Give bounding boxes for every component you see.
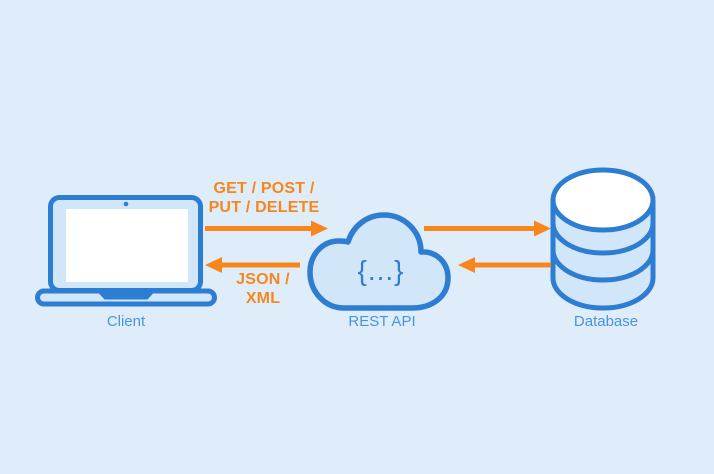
response-arrow <box>205 257 300 273</box>
laptop-icon <box>35 195 217 307</box>
rest-api-label: REST API <box>348 313 416 330</box>
database-icon <box>550 167 656 311</box>
arrow-left-head <box>205 257 222 273</box>
api-to-db-arrow <box>424 220 551 237</box>
response-formats-line2: XML <box>245 290 281 307</box>
database-divider-arc <box>550 249 656 283</box>
laptop-base-notch <box>99 293 153 300</box>
database-label: Database <box>573 313 639 330</box>
request-arrow <box>205 220 328 237</box>
laptop-screen <box>66 209 188 282</box>
arrow-left-head <box>458 257 475 273</box>
arrow-right-head <box>311 220 328 237</box>
db-to-api-arrow <box>458 257 551 273</box>
database-divider-arc <box>550 222 656 256</box>
laptop-camera-dot <box>123 201 129 207</box>
cloud-shape <box>307 212 451 311</box>
database-top-face <box>550 167 656 233</box>
response-formats-label: JSON / XML <box>203 270 323 308</box>
response-formats-line1: JSON / <box>236 271 290 288</box>
cloud-icon <box>307 212 451 311</box>
request-methods-line1: GET / POST / <box>213 180 315 197</box>
client-label: Client <box>106 313 146 330</box>
request-methods-line2: PUT / DELETE <box>208 199 320 216</box>
request-methods-label: GET / POST / PUT / DELETE <box>196 179 332 217</box>
arrow-right-head <box>534 220 551 237</box>
code-braces-glyph: {...} <box>357 255 405 286</box>
